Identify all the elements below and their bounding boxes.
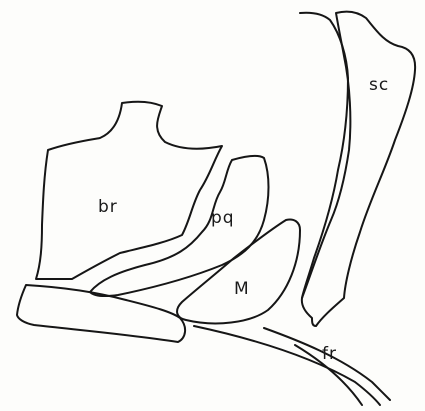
label-braincase: br xyxy=(98,197,118,217)
basal-element-outline xyxy=(17,285,185,342)
braincase-outline xyxy=(36,102,222,279)
fin-ray-upper xyxy=(264,328,390,400)
palatoquadrate-outline xyxy=(90,156,269,296)
scapulocoracoid-ridge xyxy=(300,13,348,298)
mandible-outline xyxy=(177,219,300,323)
label-fin-rays: fr xyxy=(322,344,337,364)
label-scapulocoracoid: sc xyxy=(369,75,389,95)
scapulocoracoid-outline xyxy=(302,12,415,326)
label-palatoquadrate: pq xyxy=(211,208,235,228)
label-mandible: M xyxy=(234,279,250,299)
